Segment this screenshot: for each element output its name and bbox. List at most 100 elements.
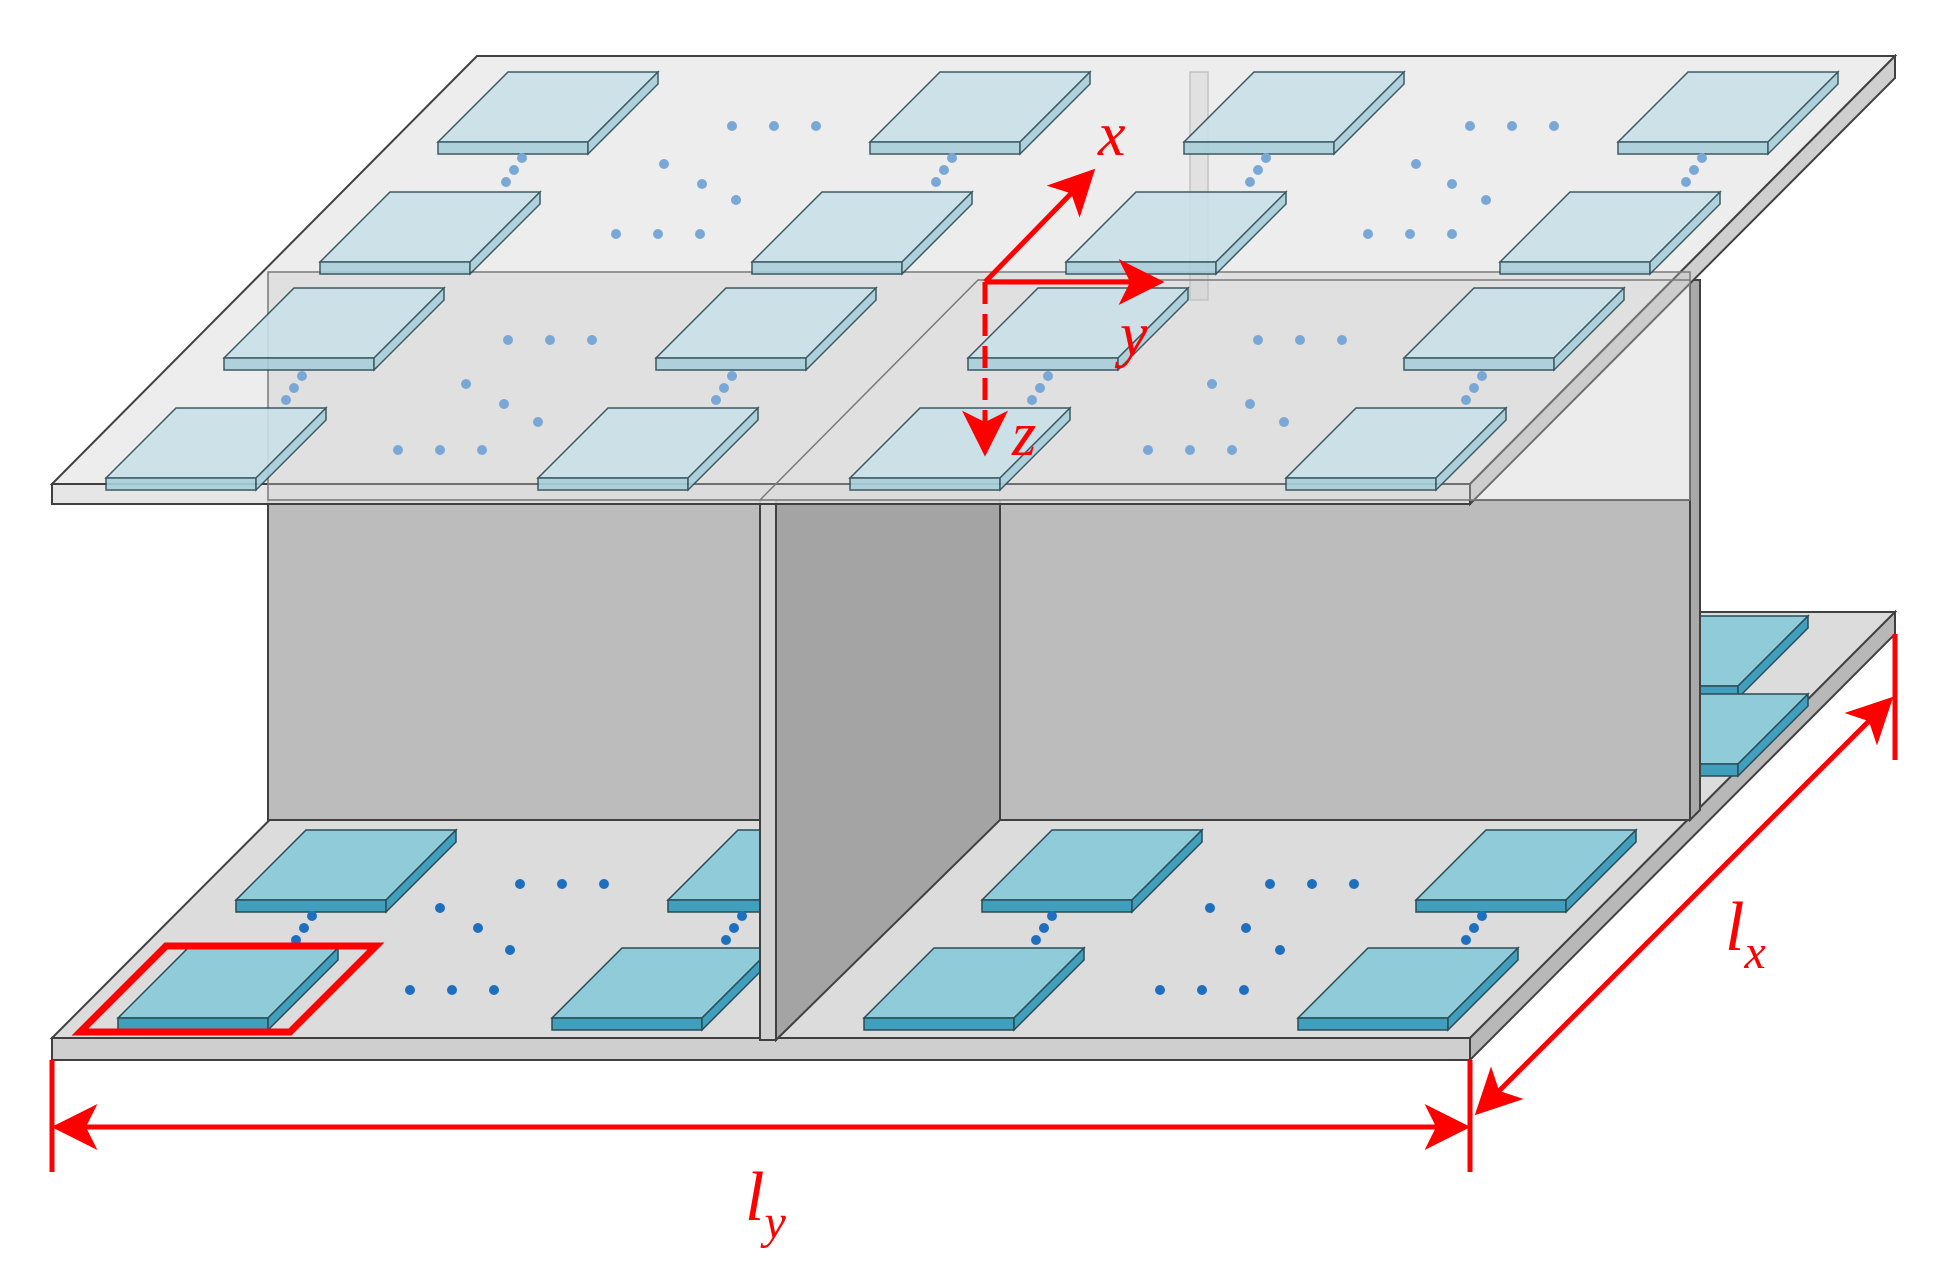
patch (1498, 190, 1722, 276)
ellipsis-dot (1689, 165, 1699, 175)
patch-front-face (1617, 141, 1769, 155)
patch-front-face (849, 477, 1001, 491)
ellipsis-dot (447, 985, 457, 995)
ellipsis-dot (729, 923, 739, 933)
ellipsis-dot (1279, 417, 1289, 427)
ellipsis-dot (499, 399, 509, 409)
ellipsis-dot (1461, 935, 1471, 945)
patch-front-face (1297, 1017, 1449, 1031)
ellipsis-dot (1349, 879, 1359, 889)
patch-side-face (267, 946, 339, 1032)
ellipsis-dot (461, 379, 471, 389)
ellipsis-dot (503, 335, 513, 345)
coordinate-axes: x y z (962, 101, 1165, 469)
ellipsis-dot (1035, 383, 1045, 393)
patch-front-face (105, 477, 257, 491)
patch-side-face (1019, 70, 1091, 156)
patch (654, 286, 878, 372)
patch (750, 190, 974, 276)
ellipsis-dot (533, 417, 543, 427)
ellipsis-dot (501, 177, 511, 187)
patch (1402, 286, 1626, 372)
patch-front-face (751, 261, 903, 275)
ellipsis-dot (1405, 229, 1415, 239)
bottom-ellipsis-dots (291, 879, 1487, 995)
ellipsis-dot (587, 335, 597, 345)
patch (980, 828, 1204, 914)
patch-front-face (1415, 899, 1567, 913)
ellipsis-dot (297, 371, 307, 381)
ellipsis-dot (1205, 903, 1215, 913)
patch-front-face (655, 357, 807, 371)
patch-side-face (1333, 70, 1405, 156)
ellipsis-dot (393, 445, 403, 455)
patch-side-face (1215, 190, 1287, 276)
patch-front-face (437, 141, 589, 155)
patch-side-face (385, 828, 457, 914)
ellipsis-dot (1477, 911, 1487, 921)
ellipsis-dot (473, 923, 483, 933)
lx-label-sub: x (1743, 926, 1765, 979)
ellipsis-dot (731, 195, 741, 205)
ellipsis-dot (1295, 335, 1305, 345)
ellipsis-dot (1681, 177, 1691, 187)
ellipsis-dot (931, 177, 941, 187)
ellipsis-dot (1239, 985, 1249, 995)
ellipsis-dot (737, 911, 747, 921)
patch-front-face (1285, 477, 1437, 491)
ellipsis-dot (1245, 177, 1255, 187)
ellipsis-dot (1027, 395, 1037, 405)
ellipsis-dot (1227, 445, 1237, 455)
patch-front-face (1183, 141, 1335, 155)
ellipsis-dot (1047, 911, 1057, 921)
patch-front-face (981, 899, 1133, 913)
ellipsis-dot (515, 879, 525, 889)
ellipsis-dot (1207, 379, 1217, 389)
ellipsis-dot (719, 383, 729, 393)
patch-side-face (805, 286, 877, 372)
patch-side-face (255, 406, 327, 492)
patch (116, 946, 340, 1032)
patch-front-face (863, 1017, 1015, 1031)
patch-side-face (901, 190, 973, 276)
ellipsis-dot (711, 395, 721, 405)
ellipsis-dot (517, 153, 527, 163)
patch-front-face (1499, 261, 1651, 275)
ellipsis-dot (1307, 879, 1317, 889)
patch-front-face (551, 1017, 703, 1031)
patch (1284, 406, 1508, 492)
ellipsis-dot (697, 179, 707, 189)
patch-side-face (1435, 406, 1507, 492)
ellipsis-dot (1461, 395, 1471, 405)
ellipsis-dot (289, 383, 299, 393)
patch-front-face (235, 899, 387, 913)
ellipsis-dot (811, 121, 821, 131)
ellipsis-dot (1465, 121, 1475, 131)
web-right-face (999, 499, 1691, 821)
ly-label-main: l (745, 1159, 764, 1236)
ellipsis-dot (727, 371, 737, 381)
ellipsis-dot (1337, 335, 1347, 345)
ellipsis-dot (1261, 153, 1271, 163)
ly-label-sub: y (759, 1196, 786, 1249)
patch-front-face (967, 357, 1119, 371)
axis-x-arrow (983, 168, 1096, 284)
patch (536, 406, 760, 492)
patch-front-face (869, 141, 1021, 155)
ellipsis-dot (1043, 371, 1053, 381)
patch-front-face (117, 1017, 269, 1031)
ellipsis-dot (599, 879, 609, 889)
web-center-edge (759, 499, 777, 1041)
patch (222, 286, 446, 372)
lx-label-main: l (1725, 889, 1744, 966)
ellipsis-dot (1447, 229, 1457, 239)
patch-front-face (1065, 261, 1217, 275)
top-plate (49, 53, 1898, 507)
ellipsis-dot (653, 229, 663, 239)
dimension-ly: ly (49, 1060, 1473, 1249)
ellipsis-dot (1155, 985, 1165, 995)
ellipsis-dot (1197, 985, 1207, 995)
top-patch-array (104, 70, 1840, 492)
ellipsis-dot (1253, 165, 1263, 175)
